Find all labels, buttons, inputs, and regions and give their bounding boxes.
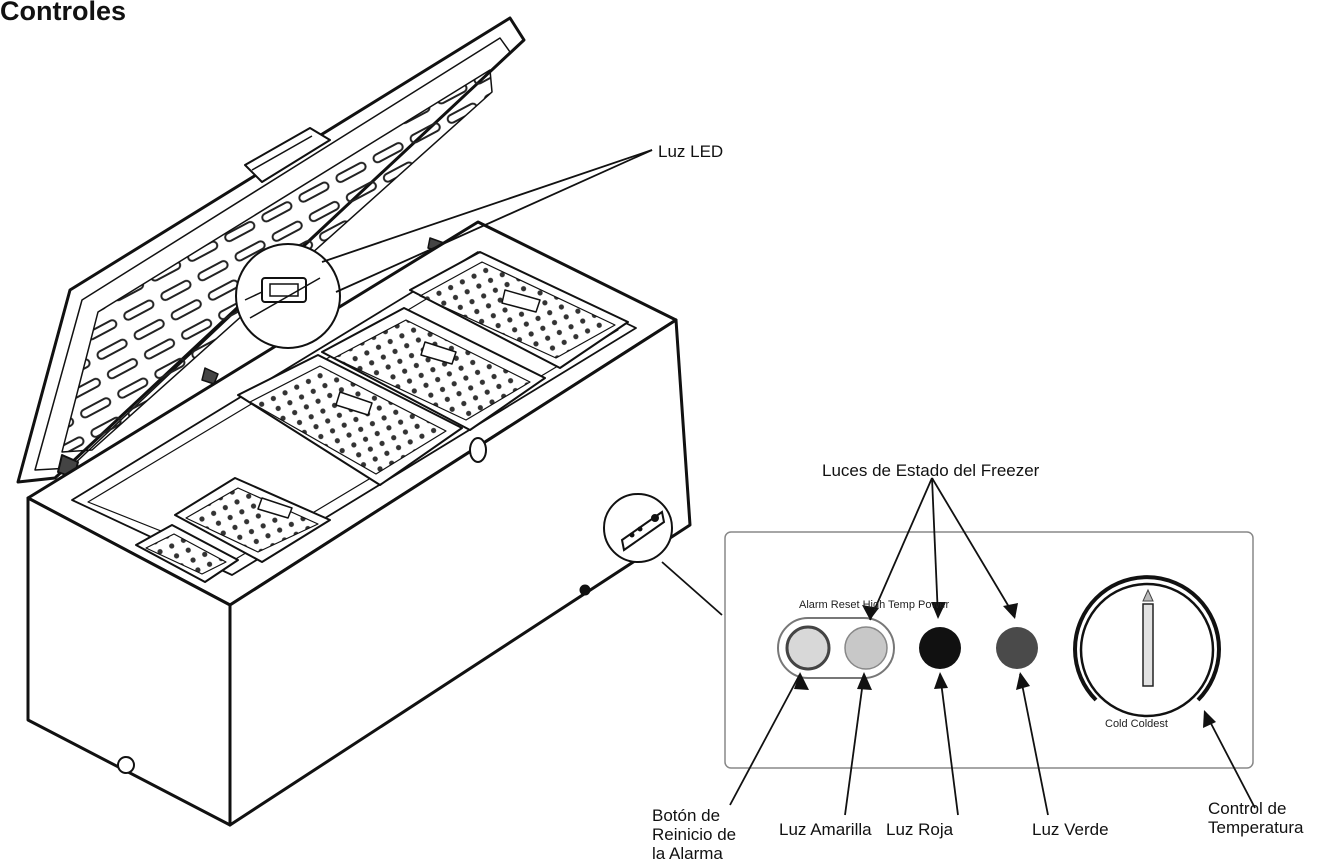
red-light — [919, 627, 961, 669]
yellow-light — [844, 626, 888, 670]
control-panel — [724, 531, 1254, 769]
red-light-label: Luz Roja — [886, 820, 954, 839]
callout-leaders — [321, 149, 1256, 816]
led-magnifier — [235, 243, 341, 349]
alarm-reset-button — [785, 625, 831, 671]
green-light-label: Luz Verde — [1032, 820, 1109, 839]
led-light-label: Luz LED — [658, 142, 724, 161]
callout-arrowheads — [794, 602, 1216, 728]
alarm-reset-button-label: Botón de Reinicio de la Alarma — [652, 806, 737, 863]
page-title: Controles — [0, 0, 127, 26]
temperature-dial — [1073, 575, 1221, 718]
panel-magnifier — [603, 493, 723, 616]
yellow-light-label: Luz Amarilla — [779, 820, 872, 839]
temperature-control-label: Control de Temperatura — [1208, 799, 1304, 837]
panel-button-labels: Alarm Reset High Temp Power — [799, 599, 950, 611]
status-lights-label: Luces de Estado del Freezer — [822, 461, 1040, 480]
freezer-baskets — [135, 251, 629, 583]
green-light — [996, 627, 1038, 669]
dial-labels: Cold Coldest — [1105, 718, 1168, 730]
